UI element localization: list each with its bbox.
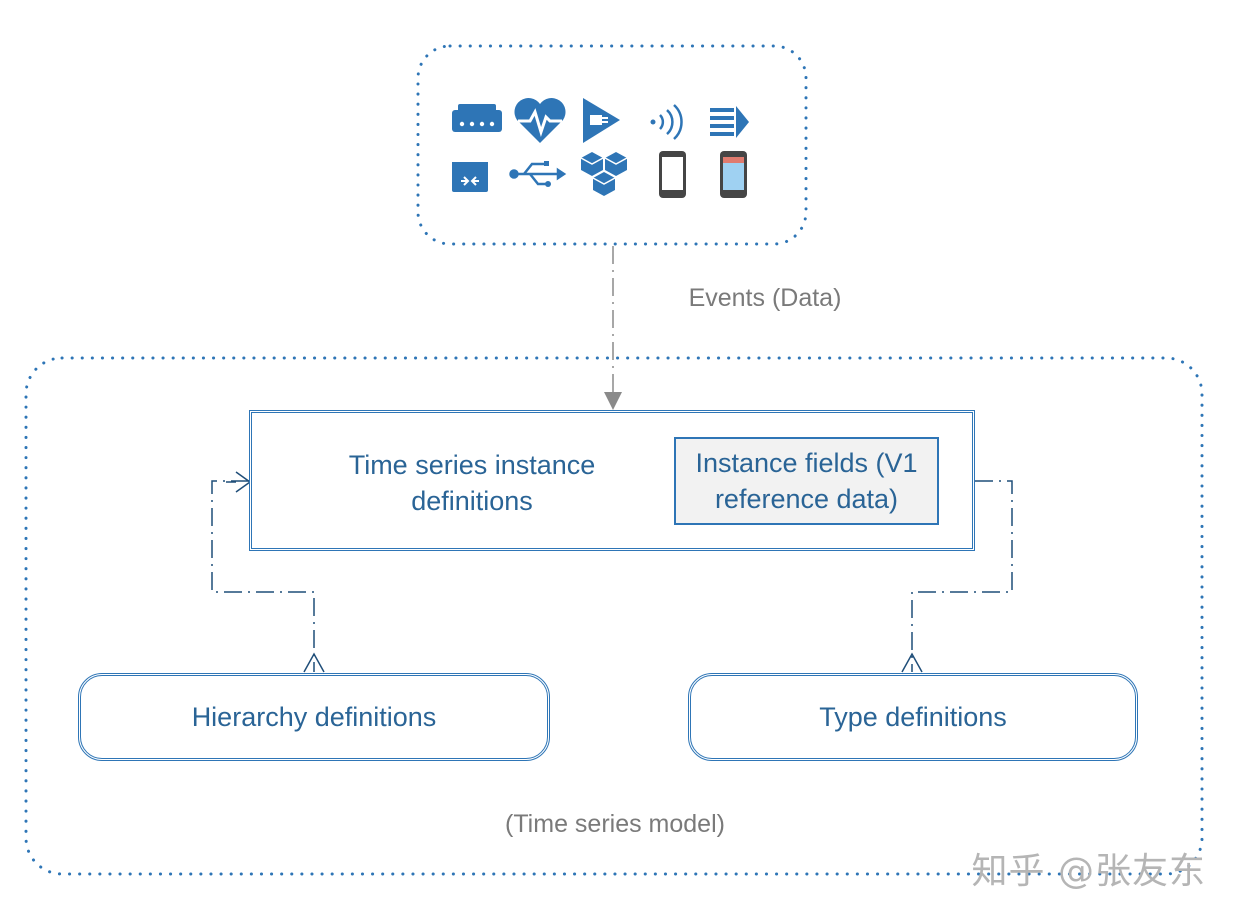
instance-definitions-label: Time series instance definitions xyxy=(348,450,596,516)
events-label: Events (Data) xyxy=(688,284,842,312)
type-definitions-box: Type definitions xyxy=(688,673,1138,761)
gateway-icon xyxy=(452,104,502,132)
hierarchy-crowfoot xyxy=(303,652,325,673)
hierarchy-definitions-label: Hierarchy definitions xyxy=(191,701,437,732)
type-crowfoot xyxy=(901,652,923,673)
hierarchy-connector xyxy=(211,480,315,672)
hierarchy-definitions-box: Hierarchy definitions xyxy=(78,673,550,761)
instance-left-arrowhead xyxy=(235,471,252,493)
time-series-model-label: (Time series model) xyxy=(505,810,725,838)
hub-switch-icon xyxy=(452,162,488,192)
wireless-signal-icon xyxy=(650,104,683,140)
instance-fields-label: Instance fields (V1 reference data) xyxy=(695,448,918,514)
heart-monitor-icon xyxy=(514,97,566,143)
watermark: 知乎 @张友东 xyxy=(971,851,1206,892)
tablet-icon xyxy=(720,151,747,198)
usb-icon xyxy=(509,161,567,187)
smartphone-icon xyxy=(659,151,686,198)
event-sources-group xyxy=(416,44,808,246)
events-arrowhead xyxy=(604,392,622,410)
stream-icon xyxy=(710,106,749,138)
instance-fields-box: Instance fields (V1 reference data) xyxy=(674,437,939,525)
power-plug-icon xyxy=(583,98,620,143)
type-definitions-label: Type definitions xyxy=(819,701,1007,732)
time-series-model-group xyxy=(24,356,1204,876)
cubes-icon xyxy=(580,152,628,196)
type-connector xyxy=(911,480,1013,672)
